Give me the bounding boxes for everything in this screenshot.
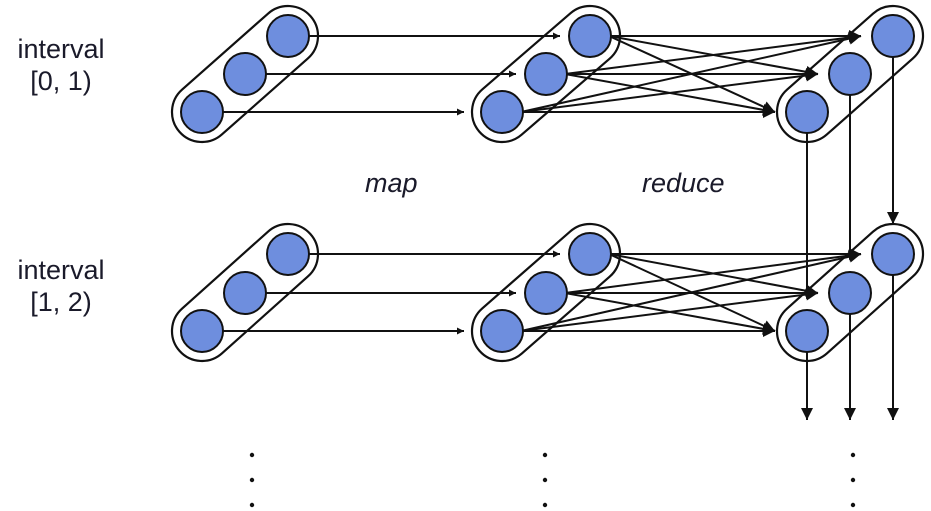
input-node bbox=[180, 309, 224, 353]
input-node bbox=[223, 52, 267, 96]
continuation-dot bbox=[249, 502, 255, 508]
interval-title: interval bbox=[17, 255, 105, 285]
interval-title: interval bbox=[17, 34, 105, 64]
map-node bbox=[568, 232, 612, 276]
reduce-label: reduce bbox=[642, 168, 725, 198]
input-group-capsule bbox=[170, 222, 320, 363]
continuation-dot bbox=[542, 502, 548, 508]
map-group-capsule bbox=[470, 4, 622, 144]
map-node bbox=[480, 309, 524, 353]
continuation-dot bbox=[542, 452, 548, 458]
input-group-capsule bbox=[170, 4, 320, 144]
shuffle-edge bbox=[608, 35, 776, 113]
continuation-dot bbox=[850, 477, 856, 483]
reduce-node bbox=[785, 90, 829, 134]
reduce-node bbox=[828, 271, 872, 315]
map-node bbox=[524, 271, 568, 315]
map-node bbox=[524, 52, 568, 96]
map-group-capsule bbox=[470, 222, 622, 363]
continuation-dot bbox=[249, 452, 255, 458]
interval-range: [1, 2) bbox=[30, 287, 92, 317]
shuffle-edge bbox=[608, 35, 819, 78]
input-node bbox=[266, 14, 310, 58]
map-node bbox=[568, 14, 612, 58]
shuffle-edge bbox=[564, 292, 776, 335]
reduce-node bbox=[871, 232, 915, 276]
map-label: map bbox=[365, 168, 418, 198]
reduce-node bbox=[785, 309, 829, 353]
shuffle-edge bbox=[564, 73, 776, 116]
shuffle-edge bbox=[608, 253, 819, 297]
input-node bbox=[266, 232, 310, 276]
input-node bbox=[180, 90, 224, 134]
continuation-dot bbox=[850, 452, 856, 458]
interval-label-0: interval [0, 1) bbox=[0, 33, 122, 97]
reduce-group-capsule bbox=[775, 222, 925, 363]
input-node bbox=[223, 271, 267, 315]
reduce-group-capsule bbox=[775, 4, 925, 144]
reduce-node bbox=[871, 14, 915, 58]
shuffle-edge bbox=[608, 253, 776, 332]
reduce-node bbox=[828, 52, 872, 96]
continuation-dot bbox=[542, 477, 548, 483]
interval-range: [0, 1) bbox=[30, 66, 92, 96]
map-node bbox=[480, 90, 524, 134]
continuation-dot bbox=[850, 502, 856, 508]
interval-label-1: interval [1, 2) bbox=[0, 254, 122, 318]
continuation-dot bbox=[249, 477, 255, 483]
